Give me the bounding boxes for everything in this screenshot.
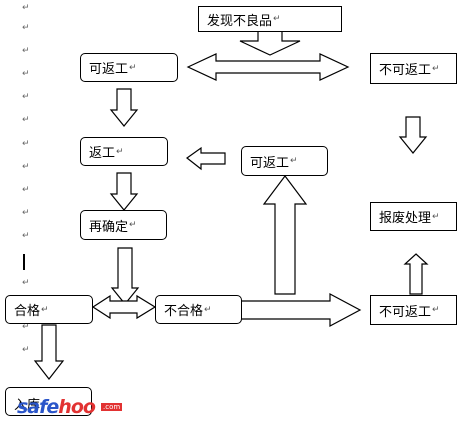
paragraph-mark: ↵ — [22, 69, 30, 79]
paragraph-mark: ↵ — [22, 23, 30, 33]
node-label: 返工 — [89, 146, 116, 161]
node-reconfirm: 再确定↵ — [80, 210, 167, 240]
text-cursor — [23, 254, 25, 270]
node-not-reworkable-bottom: 不可返工↵ — [370, 295, 457, 325]
arrow-down-qualified — [33, 324, 65, 380]
node-label: 报废处理 — [379, 211, 432, 226]
arrow-down-rework — [109, 172, 139, 211]
paragraph-mark: ↵ — [22, 115, 30, 125]
node-warehouse: 入库 — [5, 387, 92, 416]
node-label: 不可返工 — [379, 304, 432, 320]
watermark-logo: safehoo — [17, 396, 96, 418]
arrow-left-rework — [185, 146, 226, 171]
paragraph-mark: ↵ — [22, 92, 30, 102]
paragraph-mark: ↵ — [22, 162, 30, 172]
node-rework: 返工↵ — [80, 137, 168, 166]
paragraph-mark: ↵ — [22, 278, 30, 288]
node-label: 发现不良品 — [207, 13, 273, 29]
node-label: 可返工 — [250, 155, 290, 171]
paragraph-mark: ↵ — [22, 208, 30, 218]
paragraph-mark: ↵ — [22, 3, 30, 13]
node-label: 不可返工 — [379, 63, 432, 78]
node-label: 入库 — [14, 398, 41, 413]
arrow-down-reconfirm — [110, 247, 140, 305]
node-label: 合格 — [14, 304, 41, 319]
paragraph-mark: ↵ — [22, 231, 30, 241]
node-label: 可返工 — [89, 62, 129, 77]
node-label: 再确定 — [89, 219, 129, 235]
watermark-tld: .com — [101, 403, 123, 411]
node-label: 不合格 — [164, 304, 204, 319]
node-reworkable-top: 可返工↵ — [80, 53, 178, 82]
node-reworkable-mid: 可返工↵ — [241, 146, 328, 176]
node-scrap: 报废处理↵ — [370, 202, 457, 231]
node-found-defect: 发现不良品↵ — [198, 6, 342, 32]
arrow-up-unqualified — [262, 175, 308, 295]
arrow-down-found — [239, 30, 301, 56]
arrow-right-unqualified — [239, 293, 362, 327]
paragraph-mark: ↵ — [22, 185, 30, 195]
node-not-reworkable-top: 不可返工↵ — [370, 53, 457, 84]
paragraph-mark: ↵ — [22, 139, 30, 149]
arrow-down-reworkable — [109, 88, 139, 127]
node-unqualified: 不合格↵ — [155, 295, 242, 324]
arrow-up-scrap — [403, 253, 429, 295]
arrow-down-notreworkable — [398, 116, 428, 154]
node-qualified: 合格↵ — [5, 295, 93, 324]
paragraph-mark: ↵ — [22, 322, 30, 332]
paragraph-mark: ↵ — [22, 345, 30, 355]
paragraph-mark: ↵ — [22, 46, 30, 56]
arrow-double-top — [186, 53, 350, 81]
